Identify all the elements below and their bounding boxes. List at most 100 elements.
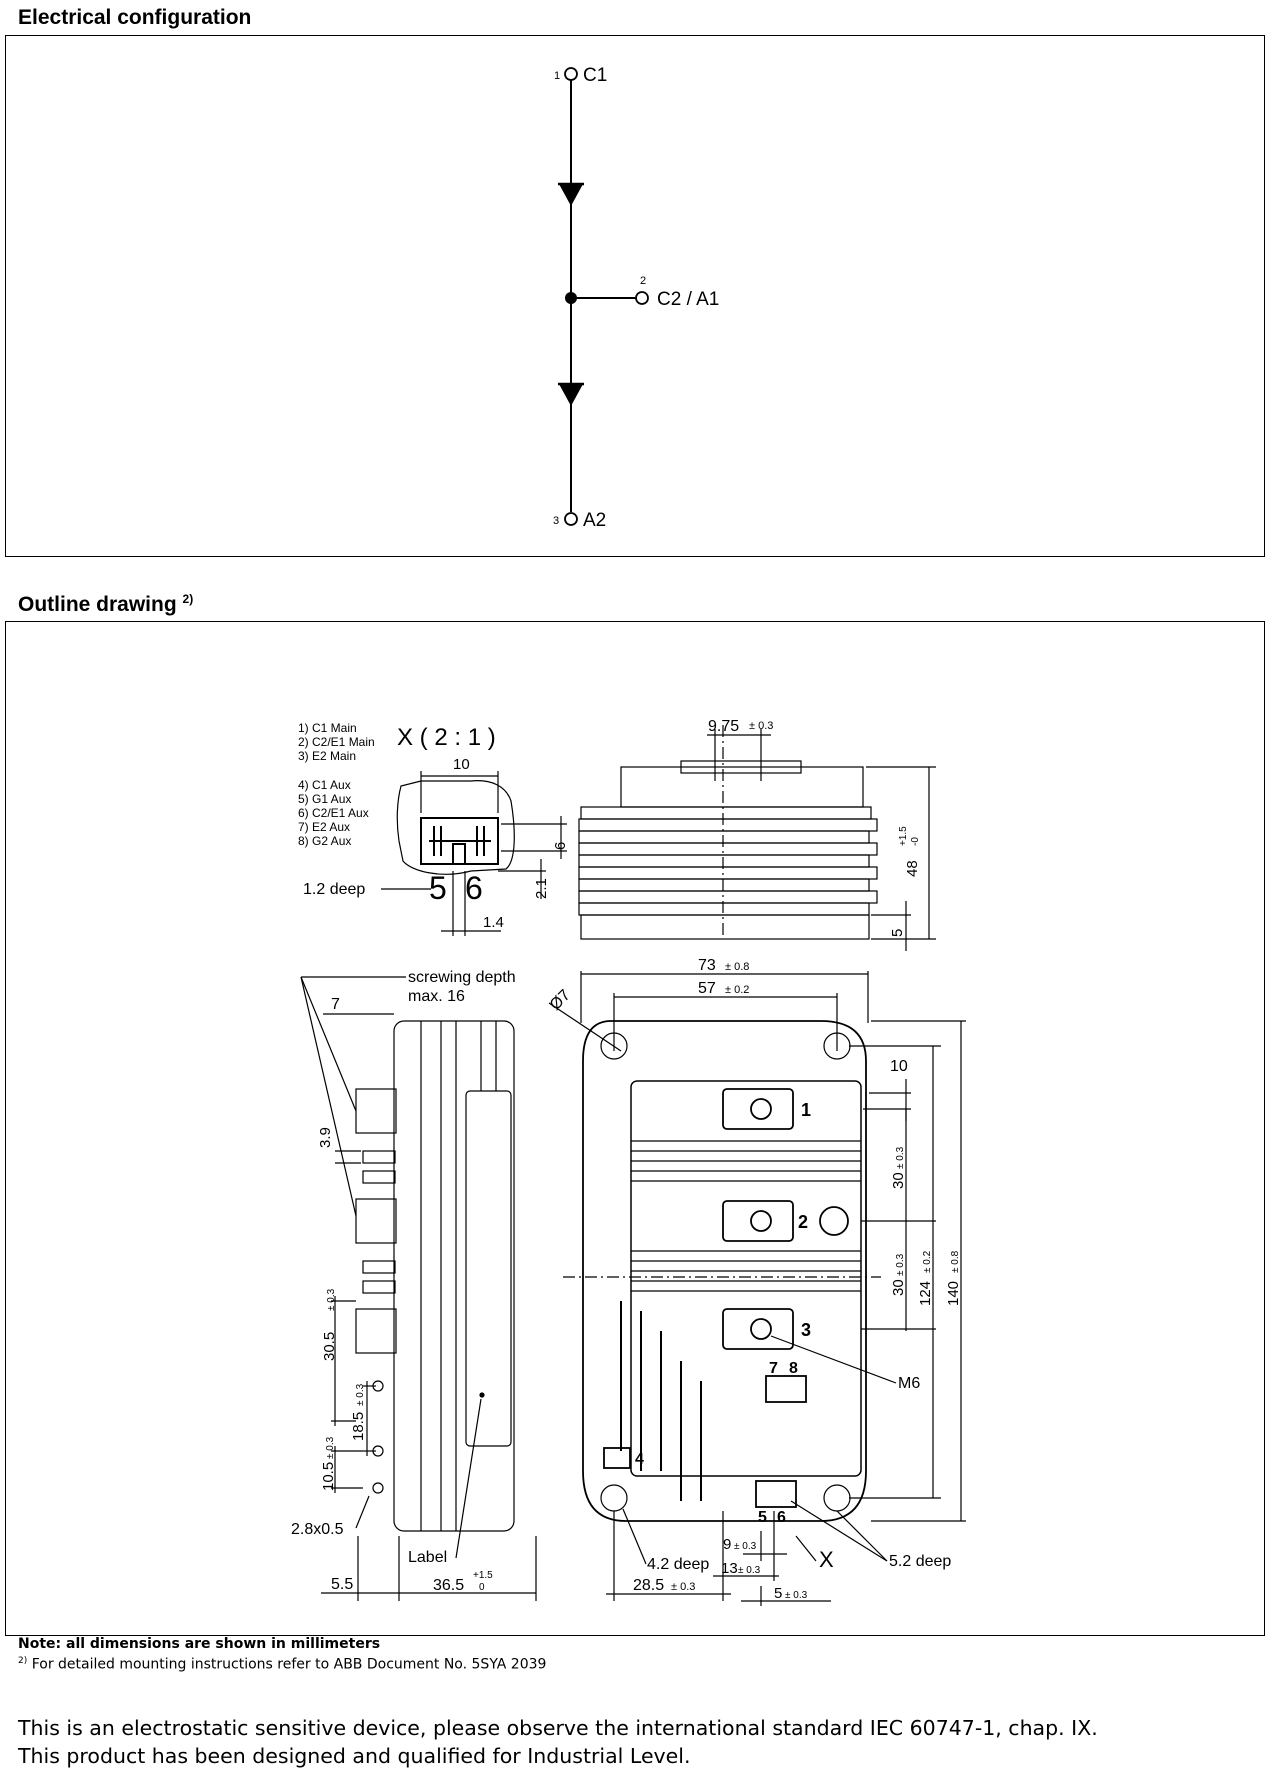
dim-9: 9 [723, 1536, 731, 1553]
dim-36-5: 36.5 [433, 1577, 464, 1594]
tol-18-5: ± 0.3 [355, 1383, 366, 1406]
dim-48: 48 [904, 860, 921, 877]
diode-2-symbol [559, 384, 583, 406]
schematic-diagram: 1 C1 2 C2 / A1 3 A2 [553, 65, 719, 531]
legend-item: 7) E2 Aux [298, 820, 350, 834]
label-area [465, 1090, 512, 1447]
terminal-1-circle [564, 67, 578, 81]
tol-48-up: +1.5 [898, 826, 909, 846]
terminal-3-number: 3 [553, 515, 559, 527]
note-dimensions: Note: all dimensions are shown in millim… [18, 1636, 381, 1652]
detail-x-title: X ( 2 : 1 ) [397, 724, 496, 751]
dim-6: 6 [552, 842, 569, 850]
tol-36-down: 0 [479, 1582, 485, 1593]
dim-13: 13 [721, 1560, 738, 1577]
terminal-1-mark: 1 [801, 1100, 811, 1120]
legend-item: 6) C2/E1 Aux [298, 806, 369, 820]
terminal-legend: 1) C1 Main 2) C2/E1 Main 3) E2 Main 4) C… [298, 721, 375, 848]
terminal-3-mark: 3 [801, 1320, 811, 1340]
dim-10-right: 10 [890, 1058, 908, 1075]
terminal-3-circle [564, 512, 578, 526]
terminal-4-mark: 4 [635, 1451, 644, 1468]
terminal-1-number: 1 [554, 70, 560, 82]
dim-73: 73 [698, 957, 716, 974]
detail-outline [396, 780, 515, 875]
pin-6-label: 6 [465, 870, 483, 906]
industrial-level-statement: This product has been designed and quali… [18, 1744, 691, 1768]
dim-2-8x0-5: 2.8x0.5 [291, 1521, 344, 1538]
tol-57: ± 0.2 [725, 984, 749, 996]
dim-3-9: 3.9 [317, 1127, 334, 1148]
tol-140: ± 0.8 [950, 1250, 961, 1273]
side-view-body [393, 1020, 515, 1532]
dim-1-4: 1.4 [483, 914, 504, 931]
electrical-config-heading: Electrical configuration [18, 6, 252, 29]
dim-5-bottom: 5 [774, 1585, 782, 1602]
legend-item: 1) C1 Main [298, 721, 357, 735]
tol-9: ± 0.3 [734, 1541, 757, 1552]
terminal-2-circle [635, 291, 649, 305]
dim-9-75: 9.75 [708, 718, 739, 735]
dim-140: 140 [945, 1281, 962, 1306]
terminal-7-mark: 7 [769, 1360, 778, 1377]
dim-7: 7 [331, 996, 340, 1013]
top-view: 73 ± 0.8 57 ± 0.2 Ø7 [547, 957, 966, 1606]
tol-5-bottom: ± 0.3 [785, 1590, 808, 1601]
outline-drawing-title: Outline drawing [18, 593, 177, 616]
side-view: screwing depth max. 16 7 [291, 969, 537, 1601]
terminal-3-label: A2 [583, 510, 606, 531]
note-mounting: 2) For detailed mounting instructions re… [18, 1653, 546, 1674]
tol-13: ± 0.3 [738, 1565, 761, 1576]
dim-10-5: 10.5 [320, 1462, 337, 1491]
footer: This is an electrostatic sensitive devic… [18, 1714, 1098, 1770]
tol-30-b: ± 0.3 [895, 1253, 906, 1276]
diode-1-symbol [559, 184, 583, 206]
legend-item: 5) G1 Aux [298, 792, 351, 806]
legend-item: 2) C2/E1 Main [298, 735, 375, 749]
dim-5-side: 5 [889, 929, 906, 937]
legend-item: 8) G2 Aux [298, 834, 351, 848]
legend-item: 4) C1 Aux [298, 778, 351, 792]
dim-5-5: 5.5 [331, 1576, 353, 1593]
screwing-depth-label: screwing depth [408, 969, 516, 986]
top-view-outline [582, 1020, 867, 1522]
tol-124: ± 0.2 [922, 1250, 933, 1273]
dim-124: 124 [917, 1281, 934, 1306]
dim-2-1: 2.1 [533, 878, 550, 899]
pin-5-label: 5 [429, 870, 447, 906]
dim-28-5: 28.5 [633, 1577, 664, 1594]
note-2-text: For detailed mounting instructions refer… [31, 1656, 547, 1673]
terminal-1-label: C1 [583, 65, 607, 86]
notes: Note: all dimensions are shown in millim… [18, 1636, 546, 1674]
detail-x-view: X ( 2 : 1 ) 10 6 2.1 5 [303, 724, 569, 936]
note-2-ref: 2) [18, 1656, 28, 1666]
dim-18-5: 18.5 [350, 1412, 367, 1441]
tol-30-a: ± 0.3 [895, 1146, 906, 1169]
outline-drawing-box: 1) C1 Main 2) C2/E1 Main 3) E2 Main 4) C… [5, 621, 1265, 1636]
depth-4-2: 4.2 deep [647, 1556, 709, 1573]
terminal-2-number: 2 [640, 275, 646, 287]
dim-30-5: 30.5 [321, 1332, 338, 1361]
esd-statement: This is an electrostatic sensitive devic… [18, 1716, 1098, 1740]
outline-footnote-ref: 2) [182, 592, 194, 606]
terminal-5-mark: 5 [758, 1509, 767, 1526]
label-callout: Label [408, 1549, 447, 1566]
tol-9-75: ± 0.3 [749, 720, 773, 732]
top-view-cover [630, 1080, 862, 1477]
tol-10-5: ± 0.3 [325, 1436, 336, 1459]
view-x-marker: X [819, 1547, 834, 1572]
dim-10-detail: 10 [453, 756, 470, 773]
legend-item: 3) E2 Main [298, 749, 356, 763]
tol-36-up: +1.5 [473, 1570, 493, 1581]
dim-30-a: 30 [890, 1172, 907, 1189]
max-16-label: max. 16 [408, 988, 465, 1005]
terminal-2-label: C2 / A1 [657, 289, 719, 310]
tol-30-5: ± 0.3 [326, 1288, 337, 1311]
front-view: 9.75 ± 0.3 48 +1.5 -0 5 [578, 718, 936, 951]
outline-drawing-heading: Outline drawing 2) [18, 592, 193, 617]
tol-48-down: -0 [910, 837, 921, 846]
tol-73: ± 0.8 [725, 961, 749, 973]
electrical-config-box: 1 C1 2 C2 / A1 3 A2 [5, 35, 1265, 557]
m6-label: M6 [898, 1375, 920, 1392]
terminal-8-mark: 8 [789, 1360, 798, 1377]
